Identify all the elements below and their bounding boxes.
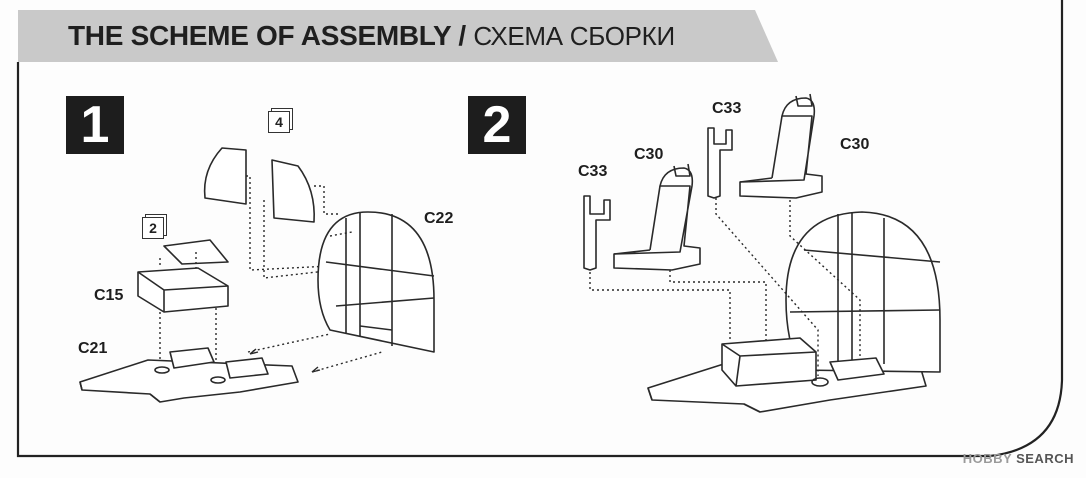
windshield-panel-left bbox=[203, 147, 247, 205]
seat-base-right bbox=[829, 357, 885, 381]
part-label-c21: C21 bbox=[78, 340, 108, 357]
callout-step-4: 4 bbox=[268, 111, 290, 133]
part-label-c30-left: C30 bbox=[634, 146, 664, 163]
watermark: HOBBY SEARCH bbox=[963, 451, 1074, 466]
part-label-c15: C15 bbox=[94, 287, 124, 304]
pedal-c33-right bbox=[707, 127, 733, 199]
windshield-panel-right bbox=[271, 159, 315, 223]
page-title: THE SCHEME OF ASSEMBLY / СХЕМА СБОРКИ bbox=[68, 20, 675, 52]
page-title-en: THE SCHEME OF ASSEMBLY / bbox=[68, 20, 466, 51]
watermark-text: SEARCH bbox=[1016, 451, 1074, 466]
console-box bbox=[721, 337, 817, 387]
part-label-c33-right: C33 bbox=[712, 100, 742, 117]
page-title-ru: СХЕМА СБОРКИ bbox=[473, 21, 675, 51]
header-band bbox=[18, 10, 778, 62]
step-1-number: 1 bbox=[66, 96, 124, 154]
part-label-c22: C22 bbox=[424, 210, 454, 227]
part-label-c33-left: C33 bbox=[578, 163, 608, 180]
console-box-c15 bbox=[137, 267, 229, 313]
callout-step-2: 2 bbox=[142, 217, 164, 239]
watermark-logo: HOBBY bbox=[962, 451, 1012, 466]
bulkhead-c22 bbox=[317, 211, 435, 353]
seat-c30-right bbox=[739, 97, 823, 199]
step-2-number: 2 bbox=[468, 96, 526, 154]
seat-c30-left bbox=[613, 167, 701, 271]
pedal-c33-left bbox=[583, 195, 611, 271]
part-label-c30-right: C30 bbox=[840, 136, 870, 153]
